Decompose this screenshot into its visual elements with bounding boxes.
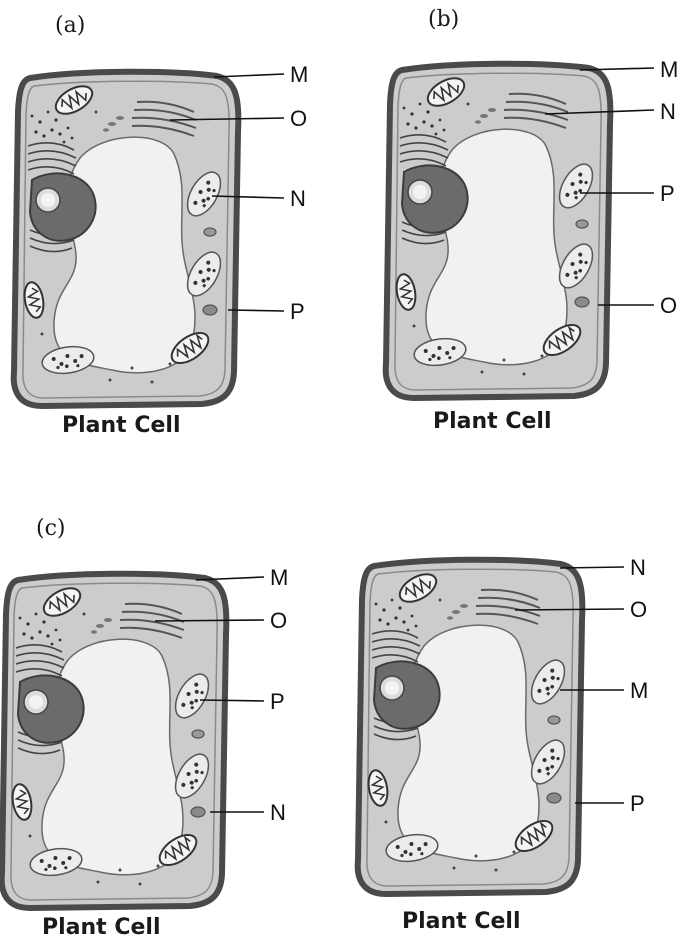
panel-d: N O M P Plant Cell bbox=[358, 555, 649, 934]
panel-c-plant-cell-drawing bbox=[2, 574, 227, 908]
panel-d-label-2: O bbox=[630, 597, 647, 622]
panel-c-label-3: P bbox=[270, 689, 285, 714]
panel-b-caption: Plant Cell bbox=[433, 409, 552, 434]
panel-c-label-1: M bbox=[270, 565, 288, 590]
panel-b-label-1: M bbox=[660, 57, 678, 82]
panel-a-label-3: N bbox=[290, 186, 306, 211]
panel-a-label-4: P bbox=[290, 299, 305, 324]
panel-a-option-letter: (a) bbox=[55, 13, 85, 38]
panel-c-label-4: N bbox=[270, 800, 286, 825]
panel-b: (b) M N P O Plant Cell bbox=[386, 7, 679, 434]
panel-a-plant-cell-drawing bbox=[14, 72, 239, 406]
panel-d-label-3: M bbox=[630, 678, 648, 703]
panel-b-label-2: N bbox=[660, 99, 676, 124]
panel-b-option-letter: (b) bbox=[428, 7, 459, 32]
panel-a-label-2: O bbox=[290, 106, 307, 131]
panel-c-label-2: O bbox=[270, 608, 287, 633]
panel-d-caption: Plant Cell bbox=[402, 909, 521, 934]
panel-c-caption: Plant Cell bbox=[42, 915, 161, 940]
panel-c-option-letter: (c) bbox=[36, 516, 66, 541]
panel-b-plant-cell-drawing bbox=[386, 64, 611, 398]
panel-a: (a) M O N P Plant Cell bbox=[14, 13, 309, 438]
panel-d-label-1: N bbox=[630, 555, 646, 580]
panel-b-label-4: O bbox=[660, 293, 677, 318]
panel-a-label-1: M bbox=[290, 62, 308, 87]
panel-a-caption: Plant Cell bbox=[62, 413, 181, 438]
panel-c: (c) M O P N Plant Cell bbox=[2, 516, 289, 940]
panel-b-label-3: P bbox=[660, 181, 675, 206]
panel-d-label-4: P bbox=[630, 791, 645, 816]
